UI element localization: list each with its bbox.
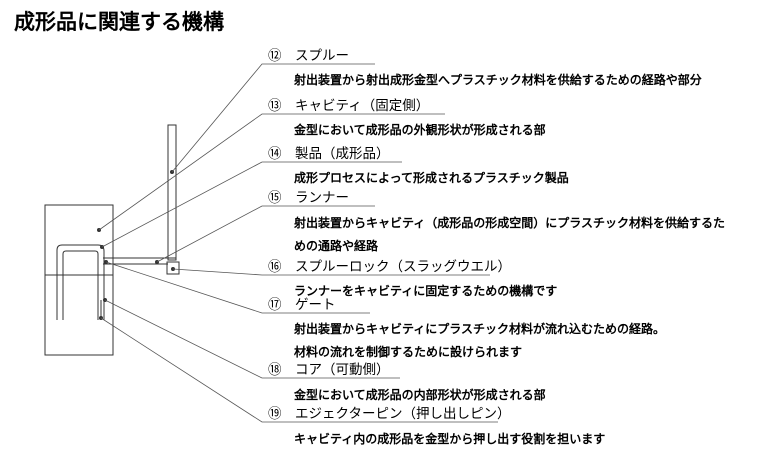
- leader-line-17: [105, 261, 370, 314]
- callout-desc-17-2: 材料の流れを制御するために設けられます: [294, 345, 523, 359]
- product-shape: [56, 244, 105, 320]
- callout-label-16: ⑯ スプルーロック（スラッグウエル）: [268, 259, 511, 275]
- callout-desc-18-1: 金型において成形品の内部形状が形成される部: [294, 388, 546, 402]
- page-title: 成形品に関連する機構: [14, 10, 224, 34]
- callout-desc-16-1: ランナーをキャビティに固定するための機構です: [294, 284, 558, 298]
- leader-line-13: [98, 113, 445, 231]
- callout-label-18: ⑱ コア（可動側）: [268, 362, 390, 378]
- leader-line-18: [104, 299, 400, 379]
- callout-desc-12-1: 射出装置から射出成形金型へプラスチック材料を供給するための経路や部分: [294, 73, 702, 87]
- leader-line-15: [156, 205, 375, 263]
- callout-label-19: ⑲ エジェクターピン（押し出しピン）: [268, 406, 511, 422]
- leader-line-14: [101, 161, 402, 248]
- leader-line-19: [100, 317, 498, 423]
- sprue-shape: [167, 124, 177, 261]
- leader-line-16: [172, 268, 490, 276]
- callout-desc-15-1: 射出装置からキャビティ（成形品の形成空間）にプラスチック材料を供給するた: [294, 216, 726, 230]
- callout-desc-15-2: めの通路や経路: [294, 239, 379, 253]
- callout-desc-14-1: 成形プロセスによって形成されるプラスチック製品: [294, 171, 569, 185]
- callout-label-14: ⑭ 製品（成形品）: [268, 146, 390, 162]
- callout-label-12: ⑫ スプルー: [268, 48, 349, 64]
- product-inner: [62, 250, 99, 320]
- callout-desc-19-1: キャビティ内の成形品を金型から押し出す役割を担います: [294, 432, 606, 446]
- callout-desc-17-1: 射出装置からキャビティにプラスチック材料が流れ込むための経路。: [294, 322, 666, 336]
- sprue-lock-shape: [166, 261, 180, 275]
- callout-label-13: ⑬ キャビティ（固定側）: [268, 98, 430, 114]
- leader-line-12: [171, 63, 375, 173]
- callout-label-17: ⑰ ゲート: [268, 297, 336, 313]
- callout-desc-13-1: 金型において成形品の外観形状が形成される部: [294, 123, 546, 137]
- callout-label-15: ⑮ ランナー: [268, 190, 349, 206]
- mold-block: [44, 204, 114, 356]
